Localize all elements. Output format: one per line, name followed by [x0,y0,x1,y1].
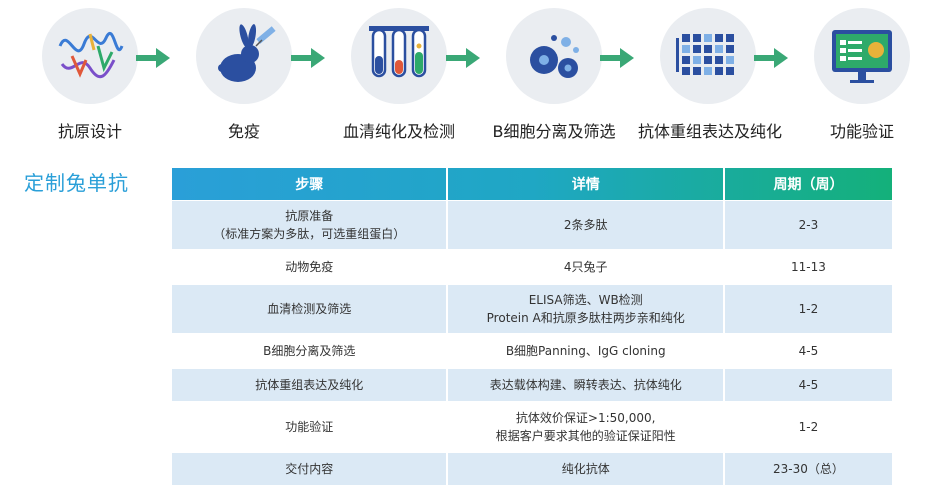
cell-text: 功能验证 [285,420,334,434]
period-cell: 11-13 [791,260,826,274]
table-row: 抗原准备 （标准方案为多肽，可选重组蛋白） 2条多肽 2-3 [172,200,892,249]
cell-text: 根据客户要求其他的验证保证阳性 [495,429,676,443]
arrow-right-icon [136,48,170,68]
table-header: 步骤 详情 周期（周） [172,168,892,200]
table-row: 血清检测及筛选 ELISA筛选、WB检测 Protein A和抗原多肽柱两步亲和… [172,284,892,333]
column-header-step: 步骤 [172,168,449,200]
cell-text: 2条多肽 [563,218,608,232]
flow-step-antigen-design: 抗原设计 [20,8,160,142]
cell-text: 纯化抗体 [561,462,610,476]
protein-structure-icon [42,8,138,104]
well-plate-icon [660,8,756,104]
cell-text: 交付内容 [285,462,334,476]
test-tubes-icon [351,8,447,104]
cell-text: 抗原准备 [285,209,334,223]
step-cell: B细胞分离及筛选 [172,334,449,368]
cell-text: 血清检测及筛选 [267,302,352,316]
cell-text: B细胞Panning、IgG cloning [505,344,666,358]
section-title: 定制兔单抗 [24,171,129,195]
step-cell: 功能验证 [172,402,449,452]
flow-step-b-cell-screening: B细胞分离及筛选 [484,8,624,142]
step-cell: 交付内容 [172,453,449,485]
table-row: 动物免疫 4只兔子 11-13 [172,249,892,284]
cell-text: B细胞分离及筛选 [263,344,356,358]
cells-icon [506,8,602,104]
flow-step-label: 免疫 [227,122,260,141]
detail-cell: 抗体效价保证>1:50,000, 根据客户要求其他的验证保证阳性 [448,402,725,452]
workflow-diagram: 抗原设计 免疫 [0,0,939,150]
period-cell: 1-2 [798,302,819,316]
cell-text: 4只兔子 [563,260,608,274]
detail-cell: ELISA筛选、WB检测 Protein A和抗原多肽柱两步亲和纯化 [448,285,725,333]
arrow-right-icon [291,48,325,68]
cell-text: Protein A和抗原多肽柱两步亲和纯化 [486,311,685,325]
cell-text: 表达载体构建、瞬转表达、抗体纯化 [489,378,682,392]
flow-step-label: 功能验证 [829,122,894,141]
step-cell: 血清检测及筛选 [172,285,449,333]
period-cell: 23-30（总） [773,462,844,476]
detail-cell: 纯化抗体 [448,453,725,485]
cell-text: 动物免疫 [285,260,334,274]
arrow-right-icon [754,48,788,68]
cell-text: （标准方案为多肽，可选重组蛋白） [213,227,406,241]
table-row: B细胞分离及筛选 B细胞Panning、IgG cloning 4-5 [172,333,892,368]
flow-step-recombinant-expression: 抗体重组表达及纯化 [638,8,783,142]
flow-step-label: 抗体重组表达及纯化 [638,122,783,141]
cell-text: 抗体效价保证>1:50,000, [515,411,656,425]
flow-step-label: B细胞分离及筛选 [492,122,616,141]
period-cell: 1-2 [798,420,819,434]
rabbit-syringe-icon [196,8,292,104]
table-row: 功能验证 抗体效价保证>1:50,000, 根据客户要求其他的验证保证阳性 1-… [172,401,892,452]
period-cell: 4-5 [798,378,819,392]
period-cell: 4-5 [798,344,819,358]
flow-step-serum-purification: 血清纯化及检测 [329,8,469,142]
column-header-period: 周期（周） [773,177,844,193]
flow-step-functional-validation: 功能验证 [792,8,932,142]
cell-text: ELISA筛选、WB检测 [528,293,643,307]
step-cell: 动物免疫 [172,250,449,284]
step-cell: 抗原准备 （标准方案为多肽，可选重组蛋白） [172,201,449,249]
detail-cell: 2条多肽 [448,201,725,249]
flow-step-immunization: 免疫 [174,8,314,142]
detail-cell: B细胞Panning、IgG cloning [448,334,725,368]
cell-text: 抗体重组表达及纯化 [255,378,364,392]
flow-step-label: 血清纯化及检测 [342,122,455,141]
step-cell: 抗体重组表达及纯化 [172,369,449,401]
table-row: 抗体重组表达及纯化 表达载体构建、瞬转表达、抗体纯化 4-5 [172,368,892,401]
monitor-check-icon [814,8,910,104]
arrow-right-icon [446,48,480,68]
period-cell: 2-3 [798,218,819,232]
arrow-right-icon [600,48,634,68]
table-row: 交付内容 纯化抗体 23-30（总） [172,452,892,485]
process-table: 步骤 详情 周期（周） 抗原准备 （标准方案为多肽，可选重组蛋白） 2条多肽 2… [172,168,892,485]
detail-cell: 4只兔子 [448,250,725,284]
flow-step-label: 抗原设计 [57,122,122,141]
detail-cell: 表达载体构建、瞬转表达、抗体纯化 [448,369,725,401]
column-header-detail: 详情 [448,168,725,200]
